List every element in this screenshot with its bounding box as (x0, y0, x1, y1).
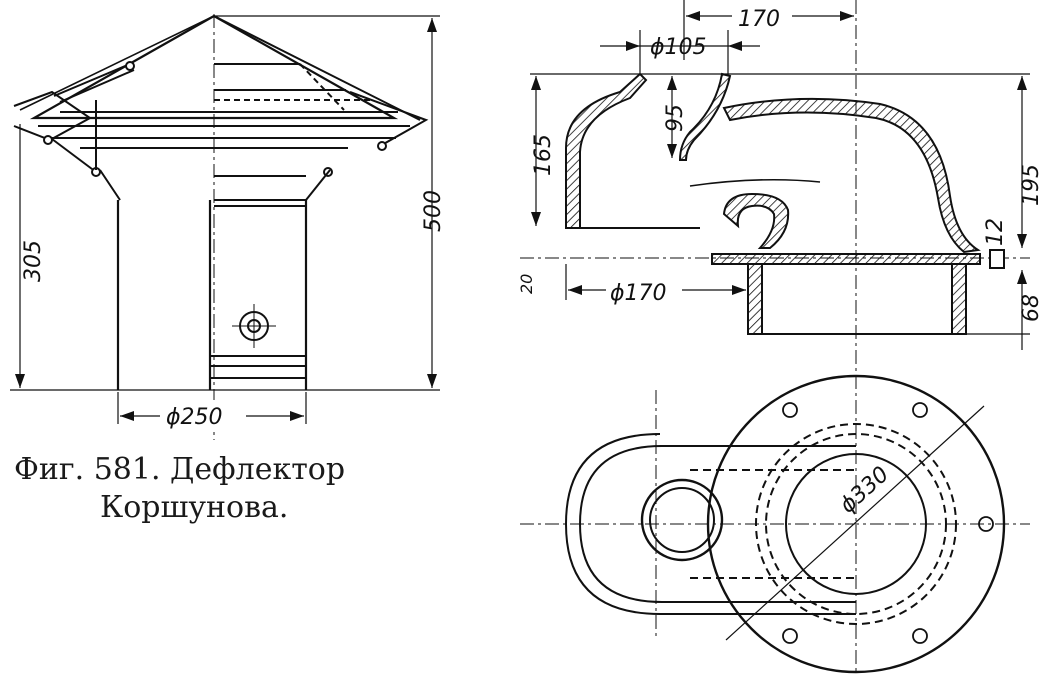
strut-left-2 (59, 69, 135, 103)
plan-flange-inner (785, 453, 927, 595)
arrow-165-top (531, 76, 541, 90)
plan-bolt-holes (782, 402, 994, 644)
plan-diameter-line (725, 405, 985, 641)
arrow-195-bottom (1017, 234, 1027, 248)
bolt-hole (782, 628, 798, 644)
arrow-165-bottom (531, 212, 541, 226)
section-dimension-lines (530, 0, 1030, 350)
arrow-170-bottom-left (568, 285, 582, 295)
label-500: 500 (421, 190, 446, 232)
label-195: 195 (1019, 164, 1041, 206)
label-170-top: 170 (738, 7, 780, 32)
section-base-flange (711, 253, 981, 265)
label-305: 305 (21, 240, 46, 282)
plan-neck-outer (640, 478, 724, 562)
arm-left (13, 90, 92, 142)
arrow-305-bottom (15, 374, 25, 388)
label-12: 12 (983, 218, 1008, 246)
arrow-95-top (667, 76, 677, 90)
arrow-250-left (120, 411, 134, 421)
plan-neck-inner (649, 487, 715, 553)
arrow-105-left (626, 41, 640, 51)
label-68: 68 (1019, 294, 1041, 322)
arrow-170-top-left (686, 11, 700, 21)
figure-caption-line-2: Коршунова. (100, 490, 289, 525)
arrow-105-right (728, 41, 742, 51)
cap-edge-right (213, 15, 421, 121)
label-170-top-bg (732, 2, 792, 30)
label-cut-fragment: 20 (517, 274, 536, 294)
arrow-170-bottom-right (732, 285, 746, 295)
figure-caption-line-1: Фиг. 581. Дефлектор (14, 452, 346, 487)
bolt-hole (912, 628, 928, 644)
arrow-500-top (427, 18, 437, 32)
arrow-170-top-right (840, 11, 854, 21)
section-pipe-right-wall (951, 263, 967, 335)
cap-edge-left (19, 15, 215, 111)
left-dimension-lines (10, 15, 440, 424)
strut-right-dashed (299, 63, 345, 111)
arrow-500-bottom (427, 374, 437, 388)
rivet-left-top (125, 61, 135, 71)
plan-view (520, 374, 1030, 674)
label-330: ϕ330 (835, 462, 894, 518)
section-inner-edge (689, 178, 821, 187)
label-250-bg (160, 400, 246, 430)
section-cup-wall (565, 72, 648, 229)
neck-right (305, 169, 331, 201)
bolt-hole (782, 402, 798, 418)
label-170-bottom: ϕ170 (610, 281, 667, 306)
label-170-bottom-bg (606, 278, 682, 304)
plan-cup-inner (578, 445, 856, 603)
cap-cone (29, 14, 399, 120)
strut-left-1 (53, 63, 131, 97)
arrow-250-right (290, 411, 304, 421)
arrow-68-top (1017, 270, 1027, 284)
arrow-95-bottom (667, 144, 677, 158)
label-105: ϕ105 (650, 35, 707, 60)
deflector-elevation (13, 14, 429, 440)
arm-right (349, 91, 429, 147)
section-neck-wall (678, 72, 732, 161)
section-inner-lip (722, 192, 790, 249)
bolt-hole (912, 402, 928, 418)
strut-left-3 (47, 135, 97, 173)
section-dome-wall (722, 97, 981, 254)
plan-flange-dashed-1 (755, 423, 957, 625)
section-pipe-left-wall (747, 263, 763, 335)
plan-flange-dashed-2 (765, 433, 947, 615)
bolt-hole (978, 516, 994, 532)
section-view (520, 0, 1030, 672)
rivet-left-mid (43, 135, 53, 145)
plan-cup-outer (564, 433, 856, 615)
rivet-right-mid (377, 141, 387, 151)
neck-left (99, 169, 121, 201)
label-95: 95 (663, 104, 688, 132)
plan-flange-outer (706, 374, 1006, 674)
section-flange-bolt (989, 249, 1005, 269)
label-165: 165 (531, 134, 556, 176)
label-250: ϕ250 (166, 405, 223, 430)
arrow-195-top (1017, 76, 1027, 90)
